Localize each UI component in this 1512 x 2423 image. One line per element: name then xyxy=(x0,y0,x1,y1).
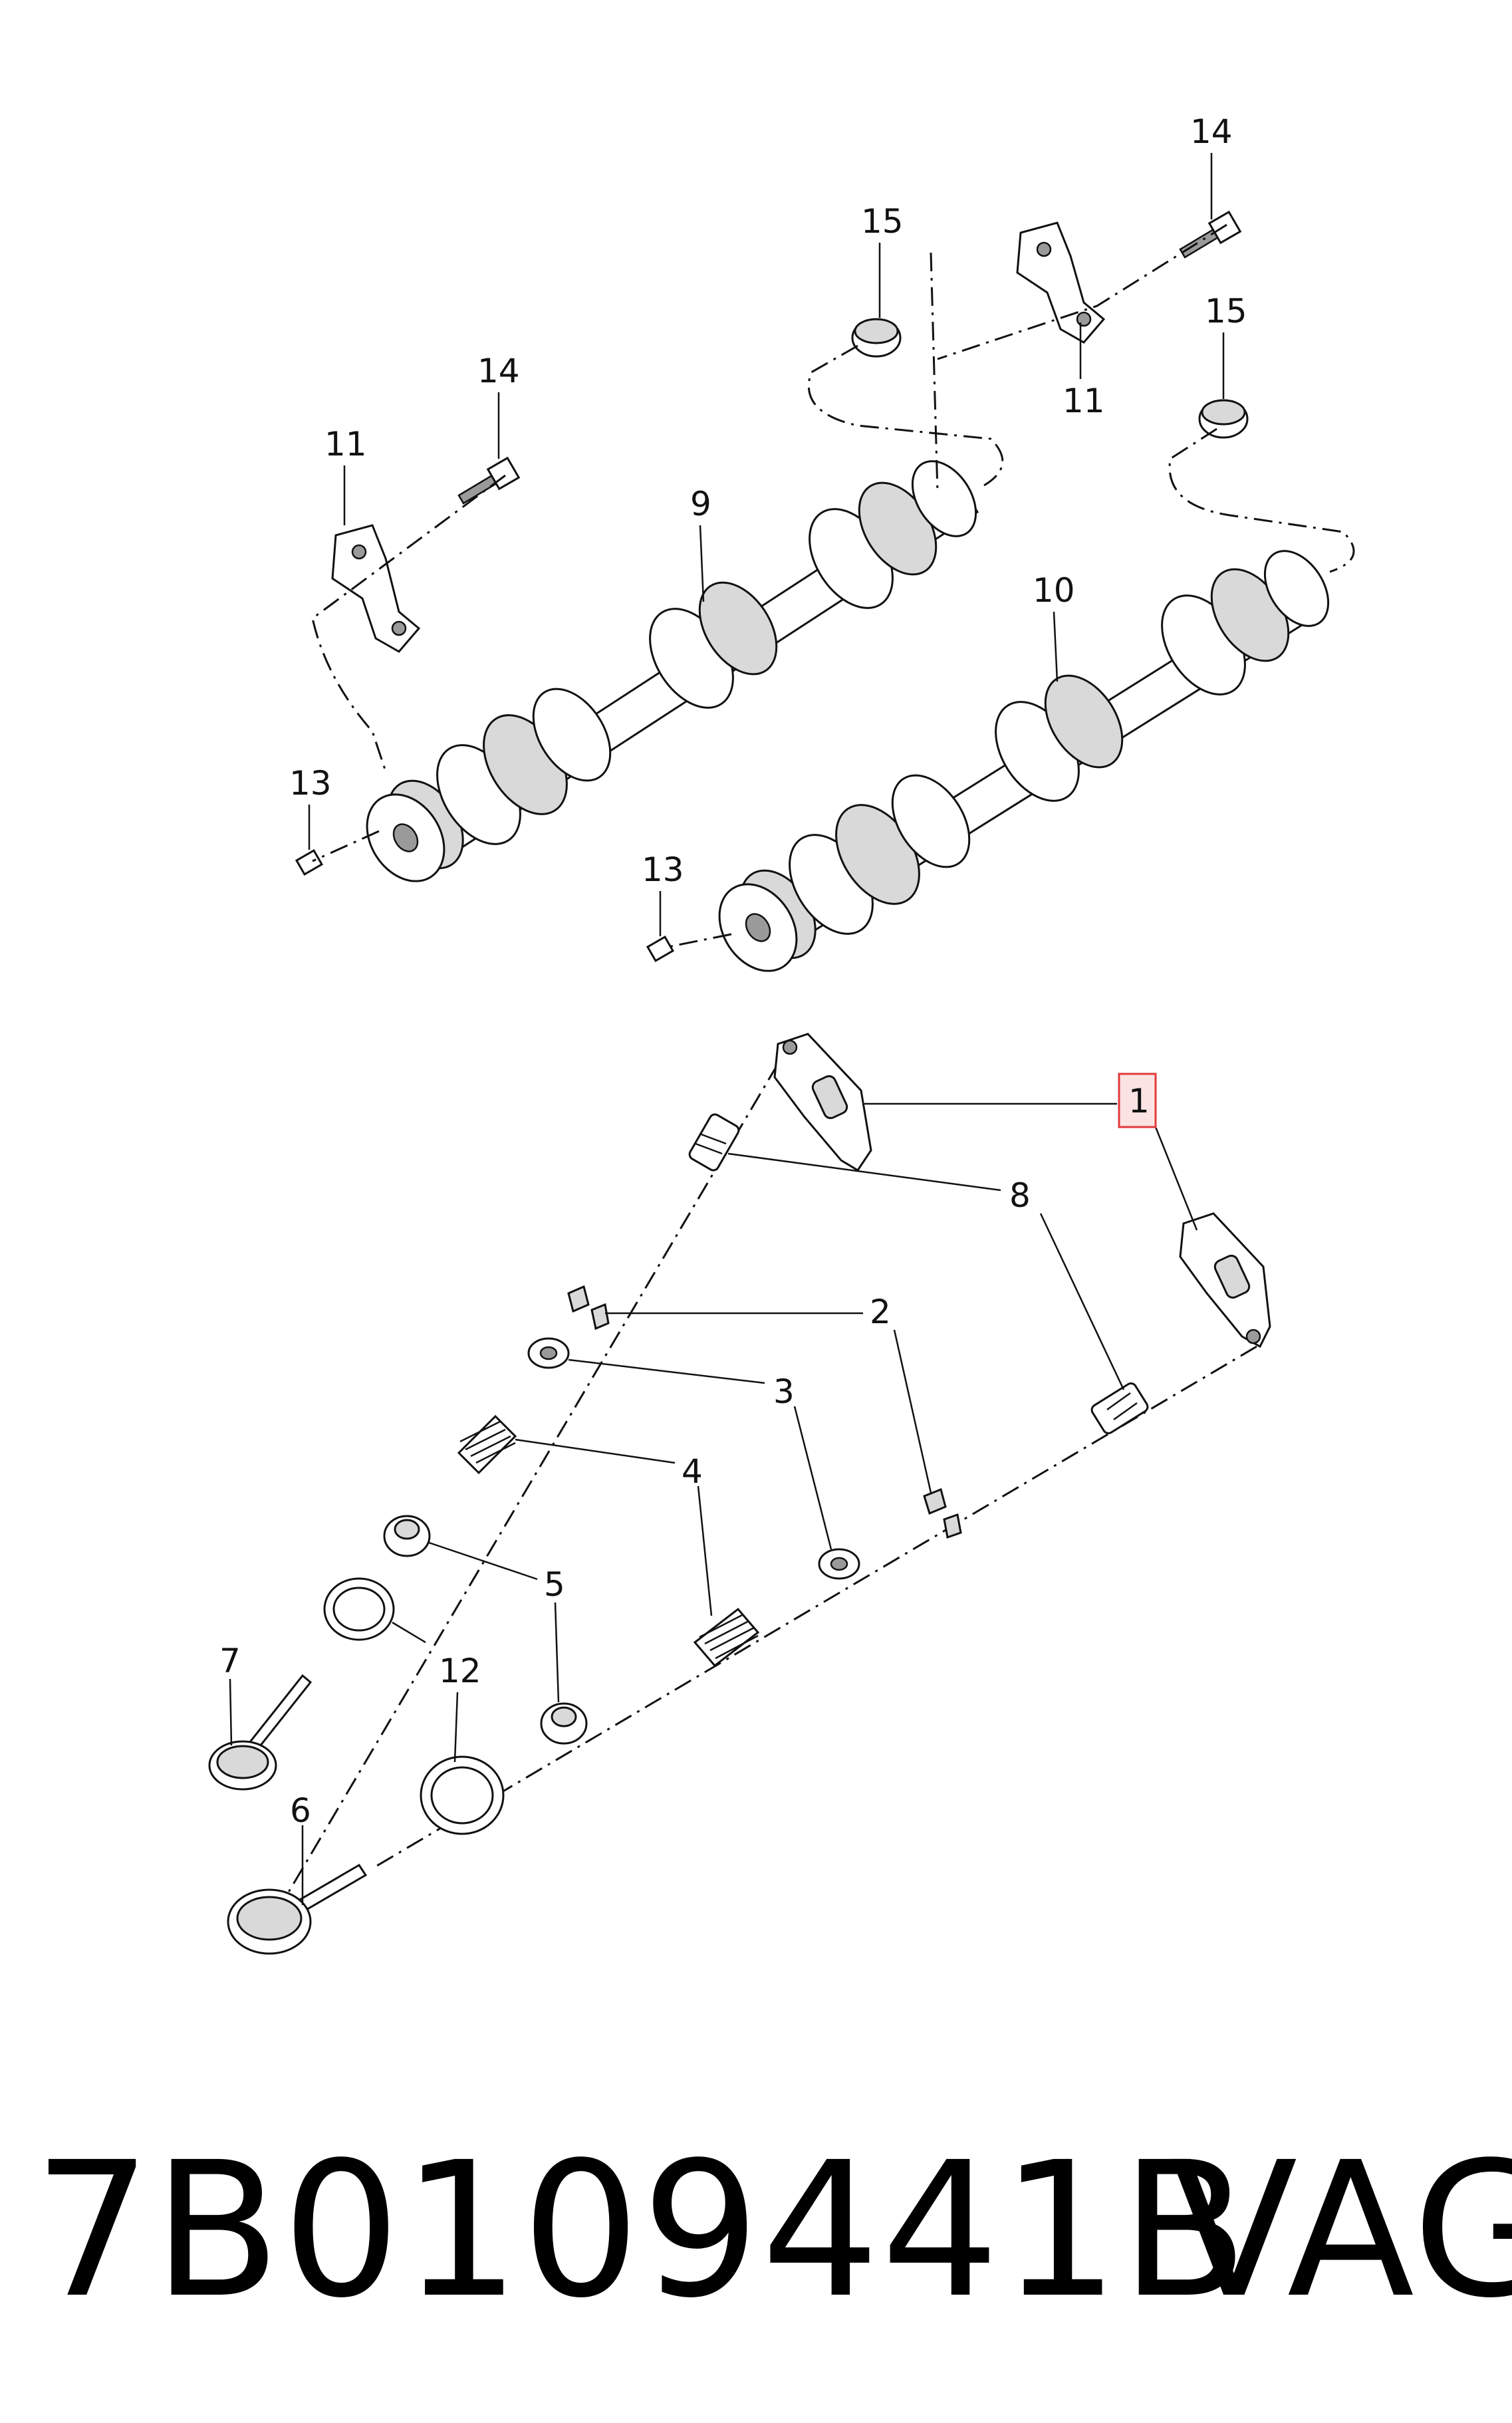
valve-stem-seal-5-lower xyxy=(540,1702,588,1745)
callout-8: 8 xyxy=(1009,1176,1031,1215)
bolt-14-left xyxy=(457,456,521,505)
valve-spring-4-upper xyxy=(457,1414,517,1475)
dowel-pin-13-left xyxy=(295,849,324,876)
camshaft-10 xyxy=(718,550,1330,972)
plug-15-right xyxy=(1198,399,1249,439)
valve-7 xyxy=(208,1674,313,1791)
valve-keepers-2-lower xyxy=(923,1487,962,1539)
rocker-arm-1-upper xyxy=(773,1033,872,1172)
bearing-cap-11-left xyxy=(331,524,421,653)
part-number: 7B0109441B xyxy=(33,2122,1250,2339)
callout-12: 12 xyxy=(439,1652,481,1690)
camshaft-9 xyxy=(366,460,979,882)
bearing-cap-11-right xyxy=(1016,221,1106,344)
callout-4: 4 xyxy=(682,1452,703,1491)
callout-13-left: 13 xyxy=(289,764,332,803)
lash-adjuster-8-upper xyxy=(688,1113,740,1172)
callout-9: 9 xyxy=(690,485,711,523)
valve-6 xyxy=(227,1863,368,1955)
callout-11-right: 11 xyxy=(1063,382,1105,420)
valve-stem-seal-5-upper xyxy=(383,1515,431,1557)
spring-retainer-3-lower xyxy=(818,1548,860,1580)
callout-10: 10 xyxy=(1033,571,1075,610)
dowel-pin-13-right xyxy=(646,936,675,962)
leader-lines xyxy=(229,153,1225,1905)
lash-adjuster-8-lower xyxy=(1090,1382,1149,1434)
brand-name: VAG xyxy=(1170,2122,1512,2339)
rocker-arm-1-lower xyxy=(1179,1212,1271,1348)
callout-5: 5 xyxy=(544,1565,565,1604)
callout-14-right: 14 xyxy=(1190,112,1233,151)
bolt-14-right xyxy=(1179,210,1242,259)
callout-6: 6 xyxy=(290,1791,311,1830)
plug-15-left xyxy=(851,318,902,358)
callout-1-highlight xyxy=(1118,1073,1157,1128)
caption: 7B0109441BVAG xyxy=(33,2121,1512,2341)
callout-3: 3 xyxy=(773,1372,795,1411)
callout-14-left: 14 xyxy=(477,352,520,390)
callout-11-left: 11 xyxy=(324,425,367,463)
valve-seat-ring-12-upper xyxy=(323,1577,395,1641)
callout-1: 1 xyxy=(1128,1082,1150,1120)
callout-7: 7 xyxy=(219,1642,241,1680)
valve-seat-ring-12-lower xyxy=(420,1755,505,1835)
spring-retainer-3-upper xyxy=(527,1337,570,1369)
callout-13-right: 13 xyxy=(642,850,684,889)
callout-15-left: 15 xyxy=(861,202,904,241)
valve-spring-4-lower xyxy=(693,1607,760,1668)
callout-2: 2 xyxy=(870,1293,891,1331)
assembly-lines-lower xyxy=(258,1063,1257,1942)
valve-keepers-2-upper xyxy=(567,1285,610,1331)
callout-15-right: 15 xyxy=(1205,292,1247,330)
assembly-lines-upper xyxy=(311,223,1355,949)
